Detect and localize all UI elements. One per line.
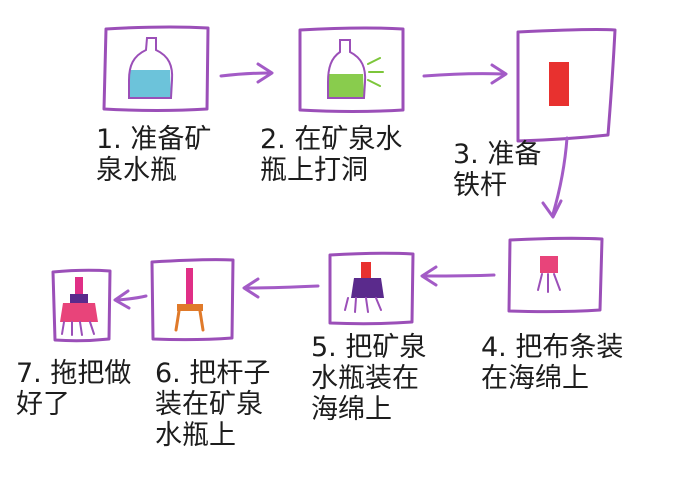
step-6-caption: 6. 把杆子 装在矿泉 水瓶上 [155,358,270,451]
iron-rod-icon [549,62,569,106]
step-2-caption: 2. 在矿泉水 瓶上打洞 [260,124,402,186]
step-6-line-2: 装在矿泉 [155,389,263,420]
step-2-frame [298,26,405,113]
step-5-line-3: 海绵上 [311,394,392,425]
step-5-caption: 5. 把矿泉 水瓶装在 海绵上 [311,332,426,425]
step-6-frame [150,258,235,342]
step-1-frame [102,25,210,112]
step-2-line-1: 在矿泉水 [294,124,403,155]
finished-mop-icon [60,277,98,336]
step-3-number: 3. [453,139,479,170]
bottle-with-hole-icon [327,39,384,99]
bottle-icon [128,37,174,99]
step-5-line-2: 水瓶装在 [311,363,419,394]
step-3-frame [516,28,617,143]
step-1-line-2: 泉水瓶 [96,155,177,186]
step-3-caption: 3. 准备 铁杆 [453,139,541,201]
step-6-line-1: 把杆子 [189,358,271,389]
step-7-number: 7. [16,358,42,389]
arrow-3-to-4 [541,136,569,219]
step-5-number: 5. [311,332,337,363]
step-7-frame [51,268,112,343]
step-1-number: 1. [96,124,122,155]
step-6-number: 6. [155,358,181,389]
step-4-line-1: 把布条装 [515,332,624,363]
arrow-2-to-3 [422,63,508,85]
step-4-line-2: 在海绵上 [481,363,589,394]
step-5-frame [328,251,415,326]
cloth-on-sponge-icon [537,256,561,293]
step-4-number: 4. [481,332,507,363]
step-5-line-1: 把矿泉 [345,332,427,363]
step-3-line-2: 铁杆 [453,170,507,201]
bottle-on-sponge-icon [344,262,384,313]
arrow-5-to-6 [242,277,320,299]
rod-on-bottle-icon [174,268,205,332]
arrow-6-to-7 [113,289,148,310]
step-4-caption: 4. 把布条装 在海绵上 [481,332,623,394]
arrow-4-to-5 [420,265,496,287]
step-1-caption: 1. 准备矿 泉水瓶 [96,124,211,186]
step-6-line-3: 水瓶上 [155,420,236,451]
step-7-line-1: 拖把做 [50,358,132,389]
step-3-line-1: 准备 [487,139,542,170]
step-4-frame [507,236,604,314]
step-2-line-2: 瓶上打洞 [260,155,368,186]
step-7-caption: 7. 拖把做 好了 [16,358,131,420]
step-1-line-1: 准备矿 [130,124,212,155]
step-2-number: 2. [260,124,286,155]
step-7-line-2: 好了 [16,389,70,420]
arrow-1-to-2 [219,62,274,84]
